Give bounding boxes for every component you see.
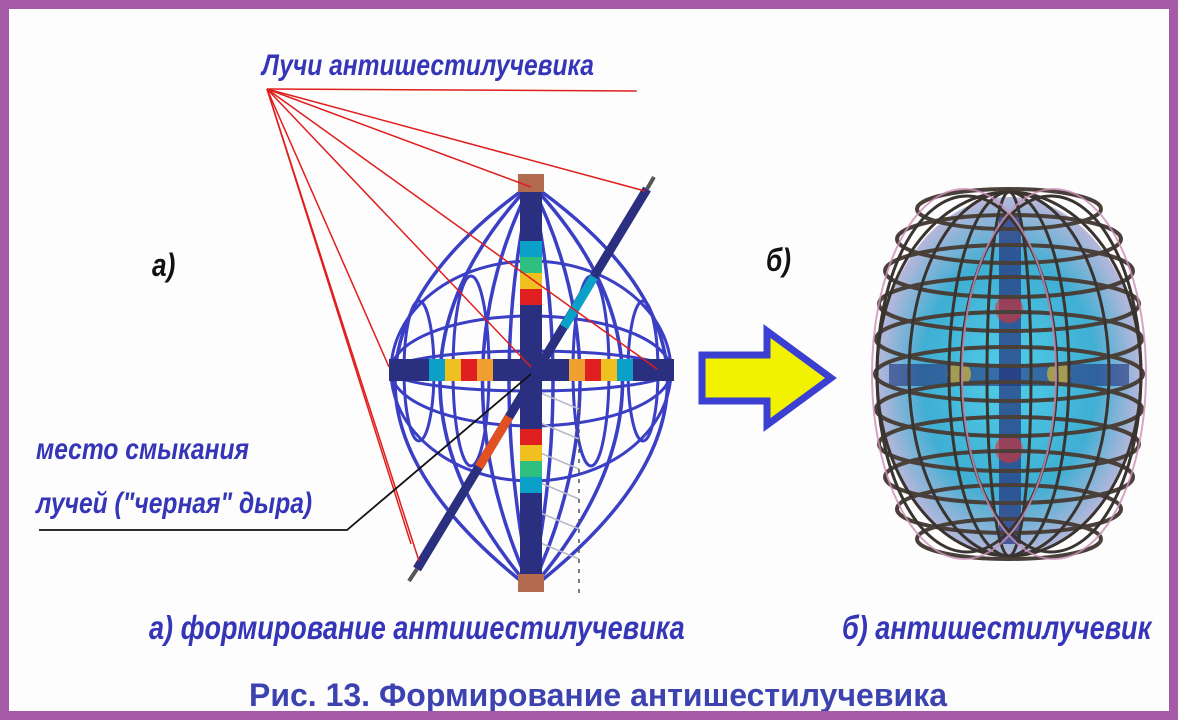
caption-a: а) формирование антишестилучевика (149, 609, 685, 647)
black-hole-label-line2: лучей ("черная" дыра) (36, 487, 312, 521)
panel-b-tag: б) (766, 242, 791, 279)
caption-b: б) антишестилучевик (842, 609, 1151, 647)
black-hole-label-line1: место смыкания (36, 433, 249, 467)
antishestiluchevik-cage (872, 189, 1146, 559)
panel-a-tag: а) (152, 247, 175, 284)
figure-title: Рис. 13. Формирование антишестилучевика (9, 677, 1178, 714)
rays-title: Лучи антишестилучевика (262, 49, 594, 83)
right-arrow-icon (702, 331, 831, 425)
